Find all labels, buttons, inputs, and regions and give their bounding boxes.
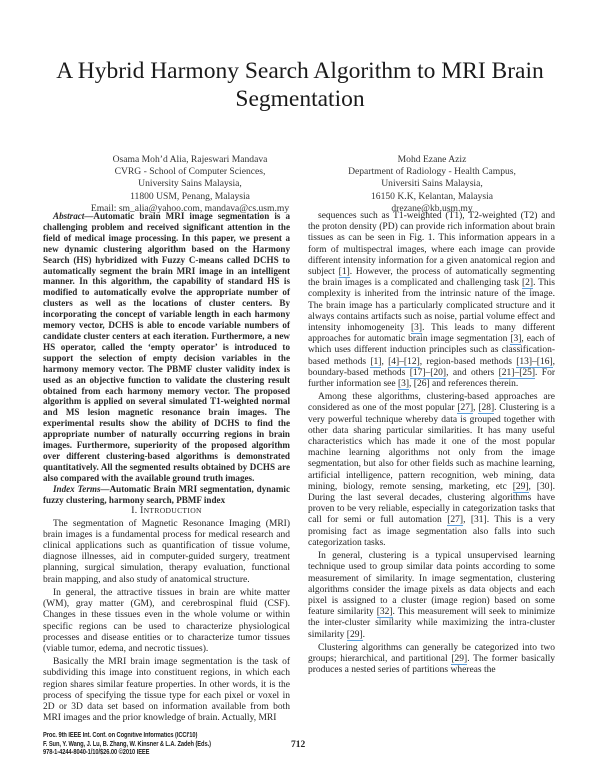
citation-link[interactable]: [4]–[12] bbox=[388, 356, 420, 368]
paragraph-text: , and others bbox=[446, 367, 499, 378]
paragraph-text: , bbox=[473, 403, 479, 414]
paragraph-text: . Clustering is a very powerful techniqu… bbox=[308, 403, 556, 492]
citation-link[interactable]: [3] bbox=[397, 379, 410, 391]
right-body: sequences such as T1-weighted (T1), T2-w… bbox=[308, 211, 555, 676]
citation-link[interactable]: [3] bbox=[510, 334, 522, 346]
paragraph-text: In general, the attractive tissues in br… bbox=[43, 587, 290, 654]
citation-link[interactable]: [1] bbox=[338, 267, 350, 279]
paragraph-text: , boundary-based methods bbox=[308, 356, 555, 378]
author-block-1: Osama Moh’d Alia, Rajeswari Mandava CVRG… bbox=[90, 154, 290, 214]
citation-link[interactable]: [21]–[25] bbox=[498, 367, 536, 379]
citation-link[interactable]: [29] bbox=[451, 653, 468, 665]
paragraph: Basically the MRI brain image segmentati… bbox=[43, 657, 290, 724]
citation-link[interactable]: [2] bbox=[521, 278, 534, 290]
paragraph: In general, clustering is a typical unsu… bbox=[308, 551, 555, 641]
paragraph-text: , each of which uses different induction… bbox=[308, 334, 555, 367]
section-heading: I. INTRODUCTION bbox=[131, 505, 202, 517]
citation-link[interactable]: [27] bbox=[457, 403, 474, 415]
paragraph: In general, the attractive tissues in br… bbox=[43, 588, 290, 655]
paragraph-text: , [30]. During the last several decades,… bbox=[308, 481, 556, 526]
citation-link[interactable]: [28] bbox=[478, 403, 495, 415]
paragraph-text: . This leads to many different approache… bbox=[308, 323, 555, 345]
abstract: Abstract—Automatic brain MRI image segme… bbox=[43, 211, 290, 505]
paragraph-text: Basically the MRI brain image segmentati… bbox=[43, 657, 290, 724]
author-block-2: Mohd Ezane Aziz Department of Radiology … bbox=[348, 154, 516, 214]
index-terms: Index Terms—Automatic Brain MRI segmenta… bbox=[43, 483, 290, 505]
paper-title: A Hybrid Harmony Search Algorithm to MRI… bbox=[56, 58, 544, 112]
paragraph-text: sequences such as T1-weighted (T1), T2-w… bbox=[308, 211, 555, 278]
citation-link[interactable]: [13]–[16] bbox=[516, 356, 553, 368]
citation-link[interactable]: [3] bbox=[411, 323, 423, 335]
paragraph: Clustering algorithms can generally be c… bbox=[308, 643, 555, 677]
paragraph-text: . The former basically produces a nested… bbox=[308, 653, 555, 676]
paragraph-text: , [26] and references therein. bbox=[409, 379, 519, 390]
left-column: Abstract—Automatic brain MRI image segme… bbox=[43, 211, 290, 726]
citation-link[interactable]: [29] bbox=[346, 629, 363, 641]
right-column: sequences such as T1-weighted (T1), T2-w… bbox=[308, 211, 555, 678]
conference-footer: Proc. 9th IEEE Int. Conf. on Cognitive I… bbox=[43, 732, 211, 757]
citation-link[interactable]: [17]–[20] bbox=[409, 367, 447, 379]
citation-link[interactable]: [29] bbox=[512, 481, 529, 493]
paragraph-text: , bbox=[381, 356, 389, 367]
paragraph-text: The segmentation of Magnetic Resonance I… bbox=[43, 518, 290, 585]
paragraph: sequences such as T1-weighted (T1), T2-w… bbox=[308, 211, 556, 391]
left-body: The segmentation of Magnetic Resonance I… bbox=[43, 519, 290, 725]
page-number: 712 bbox=[291, 740, 306, 750]
paragraph: The segmentation of Magnetic Resonance I… bbox=[43, 519, 290, 586]
paragraph-text: . This complexity is inherited from the … bbox=[308, 278, 556, 334]
citation-link[interactable]: [32] bbox=[376, 607, 393, 619]
citation-link[interactable]: [27] bbox=[447, 515, 464, 527]
paragraph: Among these algorithms, clustering-based… bbox=[308, 392, 555, 549]
paragraph-text: , region-based methods bbox=[419, 356, 517, 367]
paragraph-text: . For further information see bbox=[308, 367, 556, 390]
paragraph-text: . This measurement will seek to minimize… bbox=[308, 607, 556, 640]
citation-link[interactable]: [1] bbox=[370, 356, 382, 368]
paragraph-text: . However, the process of automatically … bbox=[308, 267, 555, 289]
paragraph-text: Clustering algorithms can generally be c… bbox=[308, 642, 555, 664]
paragraph-text: In general, clustering is a typical unsu… bbox=[308, 551, 555, 618]
paragraph-text: . bbox=[362, 629, 365, 640]
paragraph-text: Among these algorithms, clustering-based… bbox=[308, 392, 555, 414]
paragraph-text: , [31]. This is a very promising fact as… bbox=[308, 515, 555, 548]
